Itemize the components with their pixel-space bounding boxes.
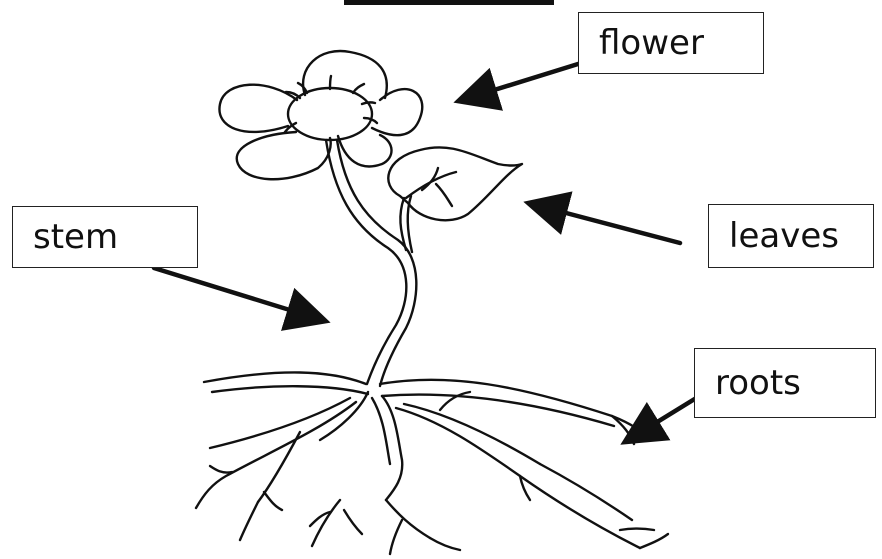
roots xyxy=(196,372,668,554)
flower-center xyxy=(288,88,372,140)
leaves-arrow xyxy=(532,204,680,243)
flower-label: flower xyxy=(578,12,764,74)
flower-arrow xyxy=(462,64,578,100)
leaves-label-text: leaves xyxy=(729,219,839,253)
petal-right xyxy=(372,89,422,135)
leaves-label: leaves xyxy=(708,204,874,268)
flower-label-text: flower xyxy=(599,26,704,60)
roots-label-text: roots xyxy=(715,366,801,400)
stem-label-text: stem xyxy=(33,220,118,254)
roots-label: roots xyxy=(694,348,876,418)
stem-label: stem xyxy=(12,206,198,268)
stem-lines xyxy=(326,140,416,386)
flower-head xyxy=(219,51,422,179)
petal-top xyxy=(303,51,387,98)
petal-bottom-right xyxy=(338,135,392,166)
stem-arrow xyxy=(154,268,322,320)
